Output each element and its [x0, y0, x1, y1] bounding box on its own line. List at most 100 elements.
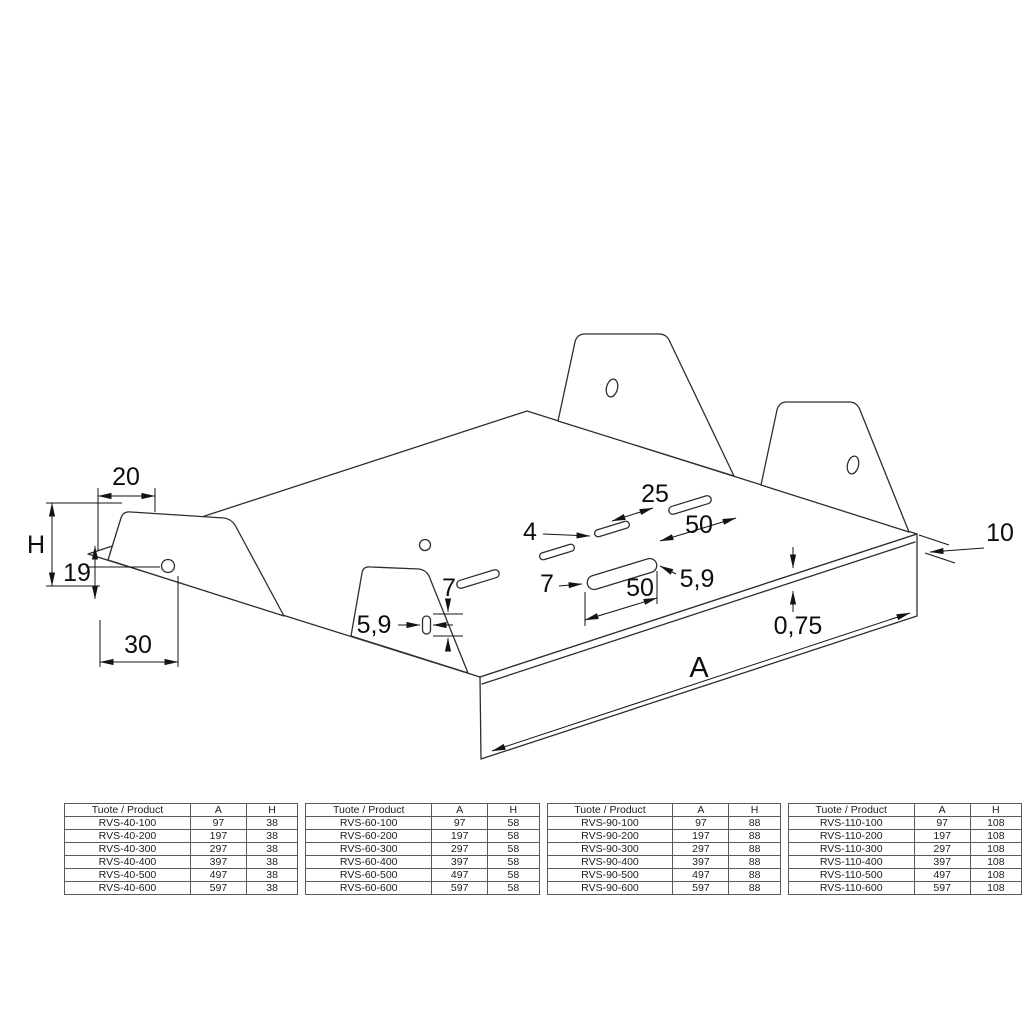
table-cell: 97 — [189, 816, 247, 830]
dim-label-30: 30 — [124, 631, 152, 659]
table-cell: 397 — [913, 855, 971, 869]
table-cell: RVS-60-100 — [305, 816, 433, 830]
table-cell: 397 — [189, 855, 247, 869]
table-cell: 497 — [913, 868, 971, 882]
table-cell: 38 — [245, 855, 299, 869]
table-cell: RVS-90-300 — [546, 842, 674, 856]
column-header: H — [487, 803, 540, 817]
dim-label-7-slot: 7 — [540, 570, 554, 598]
table-cell: RVS-90-600 — [546, 881, 674, 895]
column-header: Tuote / Product — [64, 803, 191, 817]
flange-back-2 — [760, 401, 910, 533]
dim-label-50-slot: 50 — [626, 574, 654, 602]
table-cell: RVS-90-400 — [546, 855, 674, 869]
dimension-5-9-flange: 5,9 — [357, 611, 453, 639]
table-cell: 197 — [672, 829, 730, 843]
dimension-10: 10 — [918, 519, 1014, 564]
table-cell: RVS-110-400 — [787, 855, 915, 869]
table-cell: 88 — [728, 855, 781, 869]
table-cell: RVS-90-200 — [546, 829, 674, 843]
table-cell: RVS-60-300 — [305, 842, 433, 856]
table-cell: 297 — [189, 842, 247, 856]
table-cell: 58 — [487, 868, 540, 882]
dimension-7-flange: 7 — [433, 574, 463, 652]
table-cell: 38 — [245, 868, 299, 882]
table-cell: 497 — [431, 868, 489, 882]
column-header: A — [431, 803, 489, 817]
table-cell: 197 — [189, 829, 247, 843]
table-cell: 88 — [728, 842, 781, 856]
dim-label-50-upper: 50 — [685, 511, 713, 539]
flange-left-1 — [107, 511, 285, 617]
dimension-H: H — [27, 502, 122, 587]
dim-label-5-9-slot: 5,9 — [680, 565, 715, 593]
table-cell: 108 — [969, 868, 1023, 882]
table-cell: 297 — [913, 842, 971, 856]
table-cell: 58 — [487, 842, 540, 856]
technical-drawing-svg: 20 H 19 30 5,9 7 4 25 — [27, 333, 1014, 760]
dim-label-19: 19 — [63, 559, 91, 587]
dimension-A: A — [491, 612, 911, 752]
table-cell: 88 — [728, 868, 781, 882]
table-cell: RVS-60-600 — [305, 881, 433, 895]
table-cell: 108 — [969, 842, 1023, 856]
flange-hole-icon — [846, 455, 860, 475]
flange-back-1 — [557, 333, 735, 477]
flange-slot — [421, 615, 432, 635]
column-header: Tuote / Product — [787, 803, 915, 817]
dim-label-4: 4 — [523, 518, 537, 546]
table-cell: 88 — [728, 829, 781, 843]
table-cell: 597 — [431, 881, 489, 895]
dimension-19: 19 — [63, 545, 160, 600]
table-cell: 38 — [245, 842, 299, 856]
dimension-4: 4 — [523, 518, 591, 546]
table-cell: 497 — [672, 868, 730, 882]
table-cell: 197 — [431, 829, 489, 843]
table-cell: 197 — [913, 829, 971, 843]
flange-hole-icon — [160, 558, 176, 574]
table-cell: RVS-60-200 — [305, 829, 433, 843]
table-cell: RVS-110-500 — [787, 868, 915, 882]
table-cell: RVS-40-500 — [64, 868, 191, 882]
table-cell: RVS-40-300 — [64, 842, 191, 856]
table-cell: 97 — [913, 816, 971, 830]
table-cell: 108 — [969, 816, 1023, 830]
dimension-30: 30 — [99, 576, 179, 667]
plate-hole — [418, 538, 432, 552]
table-cell: RVS-110-200 — [787, 829, 915, 843]
dimension-5-9-slot: 5,9 — [659, 565, 715, 593]
table-cell: 397 — [431, 855, 489, 869]
dim-label-A: A — [689, 652, 709, 684]
column-header: H — [969, 803, 1023, 817]
plate-big-slot — [586, 557, 658, 591]
table-cell: RVS-90-100 — [546, 816, 674, 830]
dimension-50-upper: 50 — [659, 511, 737, 542]
dim-label-H: H — [27, 531, 45, 559]
table-cell: 38 — [245, 881, 299, 895]
table-cell: 88 — [728, 881, 781, 895]
flange-hole-icon — [605, 378, 619, 398]
column-header: H — [728, 803, 781, 817]
table-cell: 58 — [487, 881, 540, 895]
flange-left-2 — [350, 566, 469, 674]
table-cell: RVS-60-500 — [305, 868, 433, 882]
